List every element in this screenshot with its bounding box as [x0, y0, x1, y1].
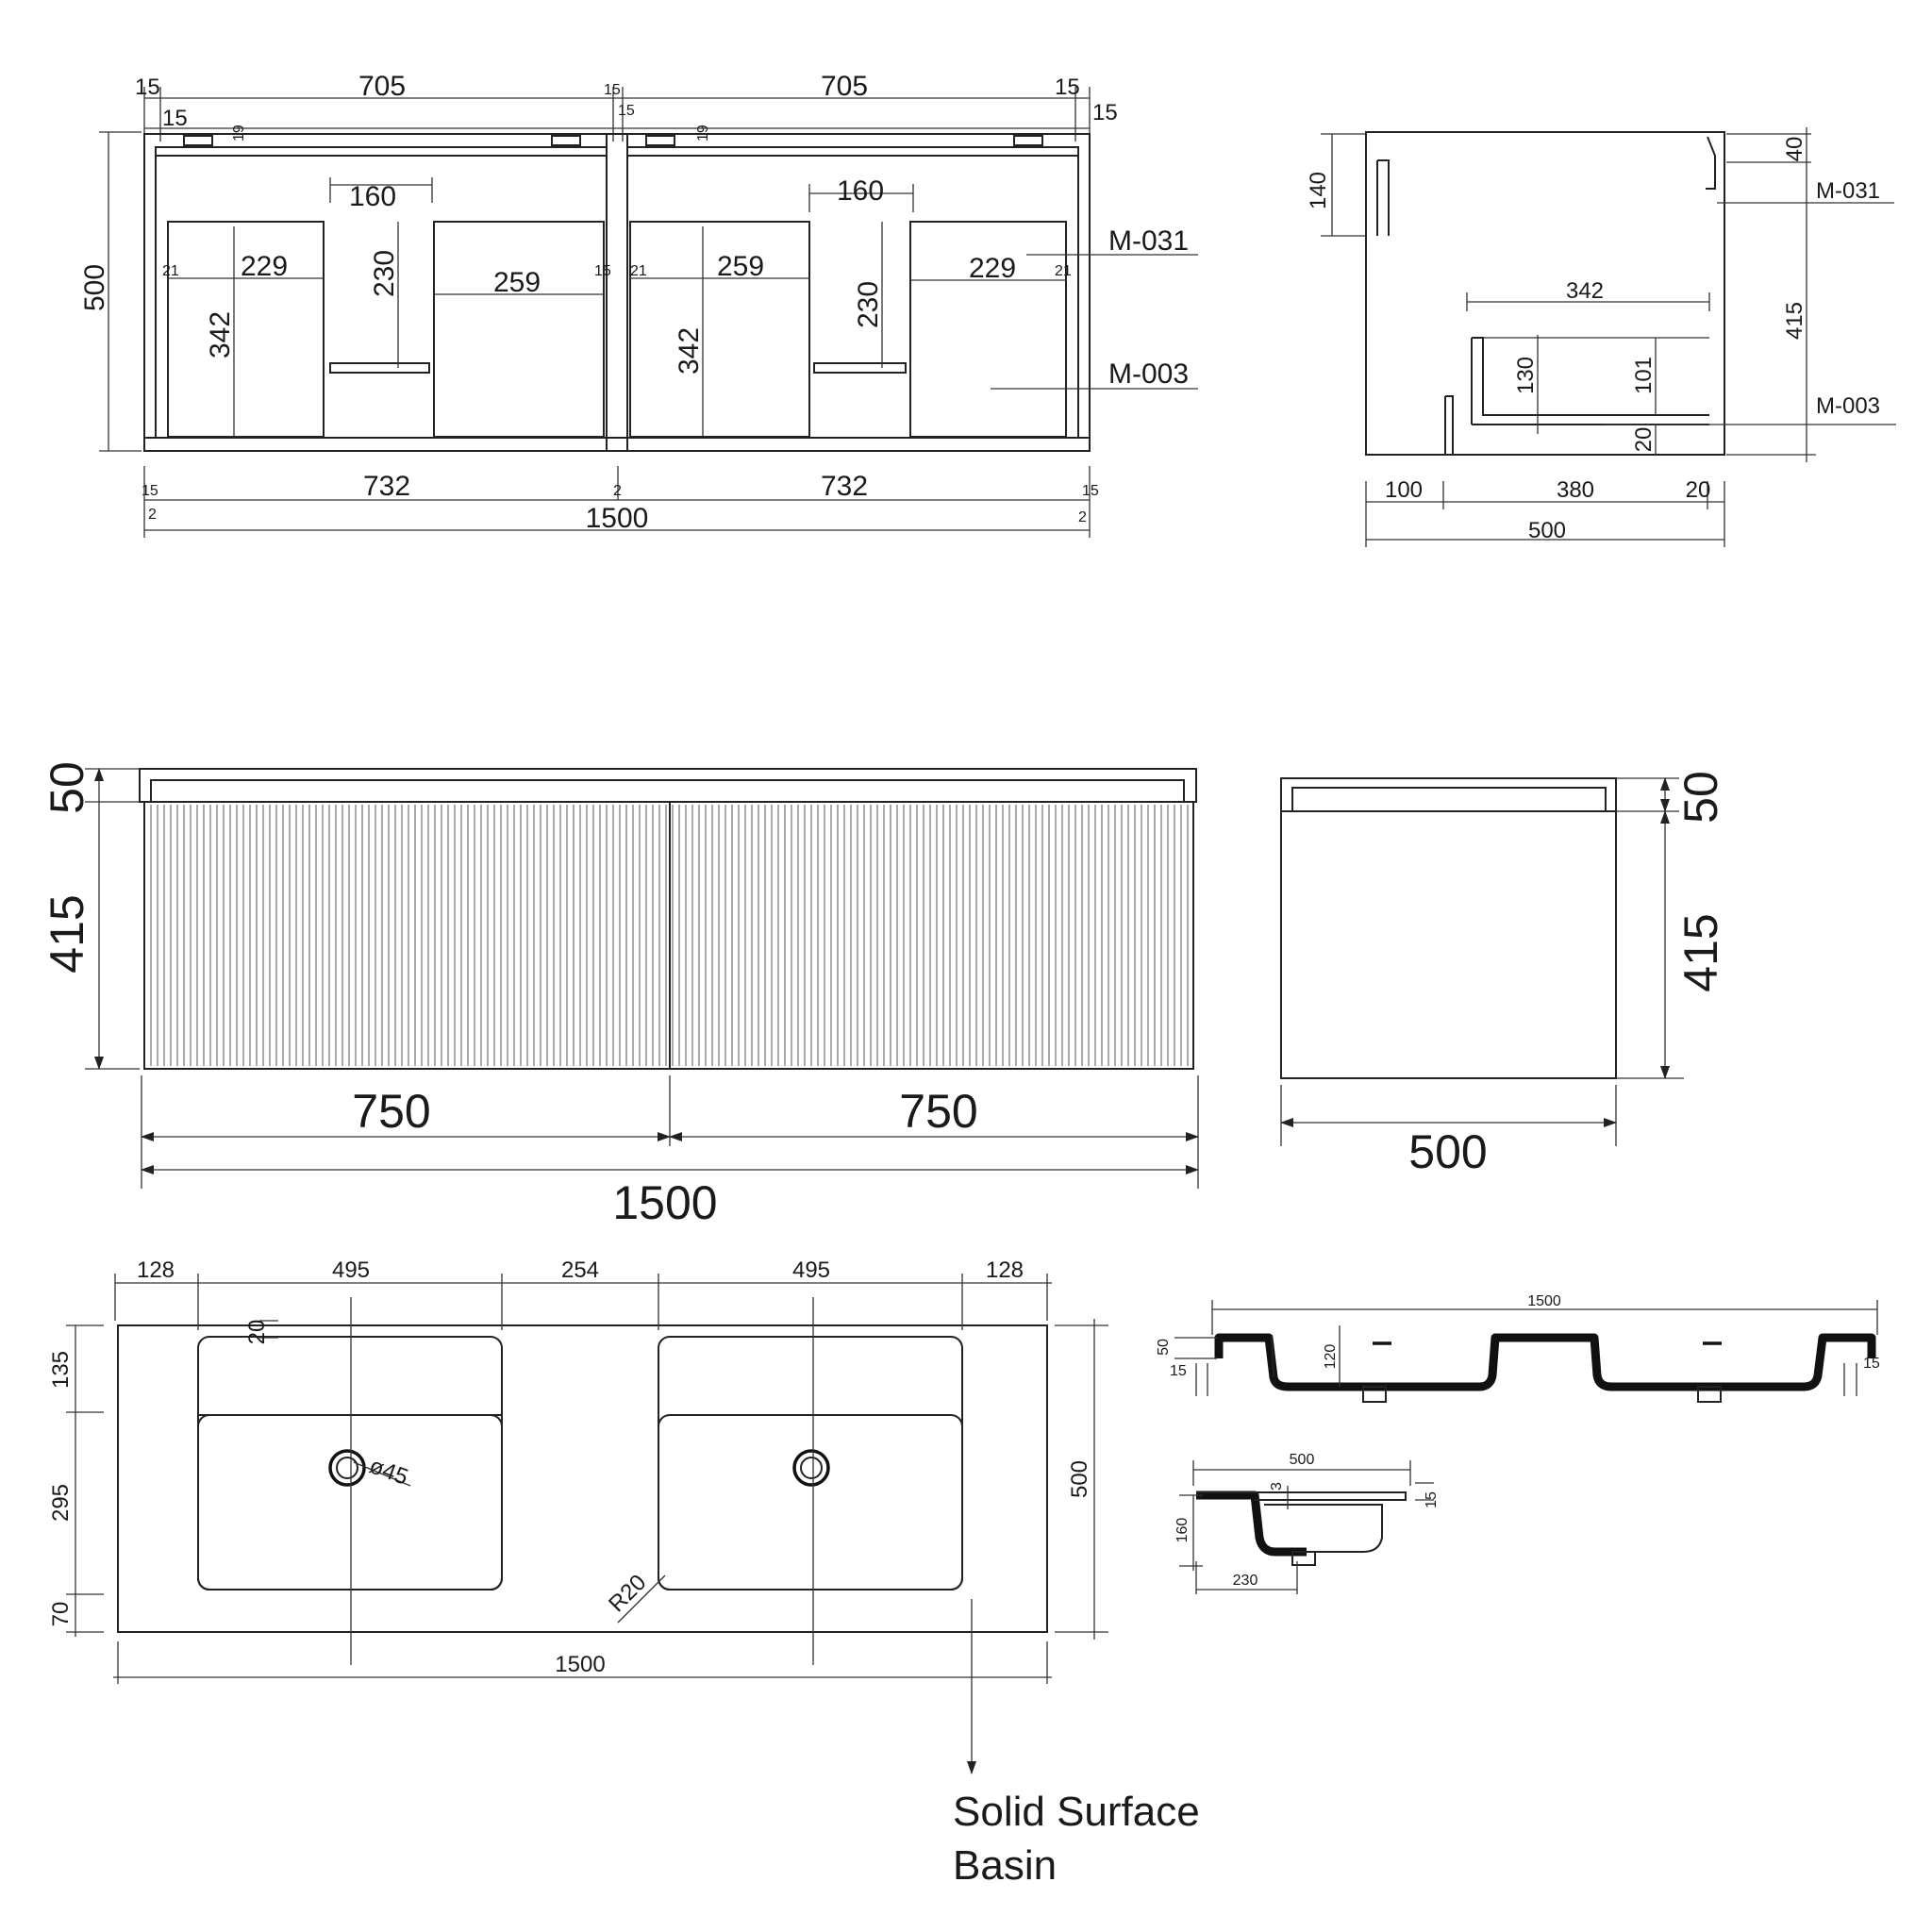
- section-bottom-dim: 100: [1385, 477, 1423, 503]
- front-elevation: 50 415 750 750 1500: [41, 761, 1199, 1229]
- front-overall: 1500: [612, 1176, 717, 1229]
- section-bottom-dim: 380: [1557, 477, 1594, 503]
- basin-top-dim: 495: [792, 1257, 830, 1283]
- basin-plan: ø45 R20 128 495 254 495 128 20 135 295 7…: [48, 1257, 1108, 1774]
- gap-label: 15: [604, 82, 621, 98]
- basin-depth: 500: [1067, 1460, 1092, 1498]
- basin-top-dim: 495: [332, 1257, 370, 1283]
- basin-left-dim: 70: [48, 1602, 74, 1627]
- basin-overall: 1500: [555, 1652, 605, 1677]
- bay-width-left: 705: [358, 71, 406, 102]
- basin-side-dim: 160: [1174, 1518, 1191, 1543]
- basin-section-dim: 50: [1156, 1339, 1172, 1356]
- bottom-width: 732: [821, 471, 868, 502]
- front-door-width: 750: [899, 1085, 977, 1138]
- section-overall: 500: [1528, 518, 1566, 543]
- basin-section-dim: 120: [1323, 1344, 1339, 1370]
- door-fluting: [150, 805, 1189, 1066]
- gap-label: 15: [618, 103, 635, 119]
- basin-side-dim: 3: [1269, 1482, 1285, 1491]
- basin-top-dim: 128: [986, 1257, 1024, 1283]
- side-depth: 500: [1408, 1125, 1487, 1178]
- section-dim: 40: [1782, 137, 1807, 162]
- side-gap: 21: [630, 263, 647, 279]
- section-dim: 342: [1566, 278, 1604, 304]
- section-dim: 415: [1782, 302, 1807, 340]
- basin-top-dim: 128: [137, 1257, 175, 1283]
- front-door-height: 415: [41, 894, 93, 973]
- section-dim: 101: [1631, 357, 1657, 394]
- section-tag-m003: M-003: [1816, 393, 1880, 419]
- basin-lip: 20: [244, 1320, 270, 1345]
- gap-label: 15: [1055, 75, 1080, 100]
- side-height: 415: [1674, 913, 1727, 991]
- basin-section: 1500 120 50 15 15: [1156, 1293, 1880, 1403]
- drawer-gap: 160: [349, 181, 396, 212]
- basin-section-overall: 1500: [1527, 1293, 1561, 1309]
- tag-m031: M-031: [1108, 225, 1189, 257]
- side-gap: 21: [162, 263, 179, 279]
- tag-m003: M-003: [1108, 358, 1189, 390]
- inner-width: 229: [969, 253, 1016, 284]
- front-door-width: 750: [352, 1085, 430, 1138]
- cabinet-side-section: 140 40 M-031 415 342 130 101 20 M-003: [1306, 127, 1896, 547]
- side-gap: 15: [594, 263, 611, 279]
- side-elevation: 50 415 500: [1280, 771, 1727, 1178]
- basin-side-section: 500 3 15 160 230: [1174, 1452, 1440, 1594]
- side-gap: 21: [1055, 263, 1072, 279]
- bottom-gap: 15: [142, 483, 158, 499]
- bottom-gap: 2: [613, 483, 622, 499]
- post-label: 19: [231, 125, 247, 142]
- front-top-height: 50: [41, 761, 93, 814]
- basin-side-dim: 230: [1233, 1573, 1258, 1589]
- bottom-width: 732: [363, 471, 410, 502]
- material-caption: Solid Surface Basin: [953, 1789, 1200, 1889]
- bottom-gap: 2: [148, 507, 157, 523]
- basin-side-dim: 15: [1424, 1491, 1440, 1508]
- section-bottom-dim: 20: [1686, 477, 1711, 503]
- gap-label: 15: [1092, 100, 1118, 125]
- inner-height: 342: [205, 311, 236, 358]
- basin-side-overall: 500: [1290, 1452, 1315, 1468]
- basin-left-dim: 135: [48, 1351, 74, 1389]
- basin-top-dim: 254: [561, 1257, 599, 1283]
- section-dim: 20: [1631, 427, 1657, 453]
- bay-width-right: 705: [821, 71, 868, 102]
- section-dim: 130: [1513, 357, 1539, 394]
- drawer-gap: 160: [837, 175, 884, 207]
- post-label: 19: [695, 125, 711, 142]
- inner-width: 259: [717, 251, 764, 282]
- plan-overall: 1500: [586, 503, 649, 534]
- caption-line-1: Solid Surface: [953, 1789, 1200, 1835]
- inner-width: 229: [241, 251, 288, 282]
- divider-height: 230: [369, 250, 400, 297]
- side-top-height: 50: [1674, 771, 1727, 824]
- bottom-gap: 2: [1078, 509, 1087, 525]
- gap-label: 15: [135, 75, 160, 100]
- gap-label: 15: [162, 106, 188, 131]
- bottom-gap: 15: [1082, 483, 1099, 499]
- plan-height: 500: [79, 264, 110, 311]
- caption-line-2: Basin: [953, 1842, 1057, 1889]
- section-tag-m031: M-031: [1816, 178, 1880, 204]
- cabinet-top-plan: 705 705 15 15 15 15 15 15 500 19 19: [79, 71, 1198, 538]
- waste-diameter: ø45: [366, 1453, 411, 1491]
- inner-width: 259: [493, 267, 541, 298]
- basin-section-dim: 15: [1863, 1356, 1880, 1372]
- section-dim: 140: [1306, 172, 1331, 209]
- basin-section-dim: 15: [1170, 1363, 1187, 1379]
- basin-left-dim: 295: [48, 1484, 74, 1522]
- corner-radius: R20: [604, 1570, 651, 1617]
- divider-height: 230: [853, 281, 884, 328]
- inner-height: 342: [674, 327, 705, 375]
